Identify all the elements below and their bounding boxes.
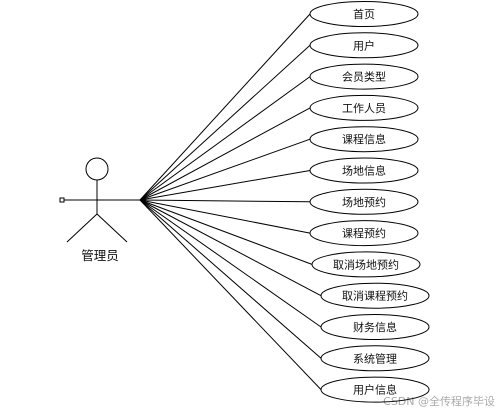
connector-layer	[139, 13, 322, 390]
use-case-4-ellipse	[309, 94, 419, 121]
use-case-11-label: 财务信息	[353, 320, 397, 334]
connector-4	[139, 107, 311, 201]
use-case-13-ellipse	[320, 376, 430, 403]
connector-3	[139, 76, 311, 201]
watermark: CSDN @全传程序毕设	[383, 394, 495, 408]
connector-10	[139, 199, 322, 297]
use-case-7-label: 场地预约	[342, 195, 386, 209]
connector-11	[139, 199, 322, 328]
use-case-13-label: 用户信息	[353, 383, 397, 397]
connector-6	[139, 170, 311, 201]
use-case-8: 课程预约	[309, 220, 419, 247]
use-case-9: 取消场地预约	[311, 251, 421, 278]
use-case-11: 财务信息	[320, 314, 430, 340]
actor-leg-right	[96, 213, 128, 243]
use-case-2-ellipse	[309, 32, 419, 59]
use-case-5: 课程信息	[309, 126, 419, 153]
use-case-layer: 首页用户会员类型工作人员课程信息场地信息场地预约课程预约取消场地预约取消课程预约…	[309, 1, 430, 403]
connector-7	[139, 199, 311, 203]
use-case-8-label: 课程预约	[342, 227, 386, 240]
use-case-5-ellipse	[309, 126, 419, 153]
connector-8	[139, 199, 311, 234]
use-case-2: 用户	[309, 32, 419, 59]
connector-5	[139, 138, 311, 201]
connector-9	[139, 199, 313, 265]
use-case-1-label: 首页	[353, 7, 375, 21]
use-case-5-label: 课程信息	[342, 132, 386, 146]
use-case-6-ellipse	[309, 157, 419, 184]
use-case-7: 场地预约	[309, 188, 419, 215]
actor-label: 管理员	[81, 248, 119, 263]
use-case-12: 系统管理	[320, 345, 430, 372]
use-case-4-label: 工作人员	[342, 102, 386, 115]
actor-figure	[59, 157, 140, 243]
connector-1	[139, 13, 311, 201]
use-case-6-label: 场地信息	[342, 164, 386, 178]
use-case-9-label: 取消场地预约	[333, 257, 399, 271]
use-case-12-label: 系统管理	[353, 351, 397, 365]
use-case-1: 首页	[309, 1, 419, 27]
use-case-1-ellipse	[309, 1, 419, 27]
use-case-8-ellipse	[309, 220, 419, 247]
actor-head	[85, 157, 109, 181]
use-case-13: 用户信息	[320, 376, 430, 403]
use-case-4: 工作人员	[309, 94, 419, 121]
use-case-12-ellipse	[320, 345, 430, 372]
use-case-6: 场地信息	[309, 157, 419, 184]
use-case-7-ellipse	[309, 188, 419, 215]
connector-2	[139, 44, 311, 201]
use-case-3-label: 会员类型	[342, 70, 386, 84]
use-case-10-ellipse	[320, 282, 430, 309]
actor-leg-left	[66, 213, 98, 243]
connector-12	[139, 199, 322, 359]
use-case-9-ellipse	[311, 251, 421, 278]
connector-13	[139, 199, 322, 390]
actor-anchor-marker	[59, 197, 65, 203]
use-case-2-label: 用户	[353, 38, 375, 52]
use-case-3-ellipse	[309, 63, 419, 90]
use-case-11-ellipse	[320, 314, 430, 340]
use-case-10: 取消课程预约	[320, 282, 430, 309]
use-case-10-label: 取消课程预约	[342, 289, 408, 303]
use-case-3: 会员类型	[309, 63, 419, 90]
